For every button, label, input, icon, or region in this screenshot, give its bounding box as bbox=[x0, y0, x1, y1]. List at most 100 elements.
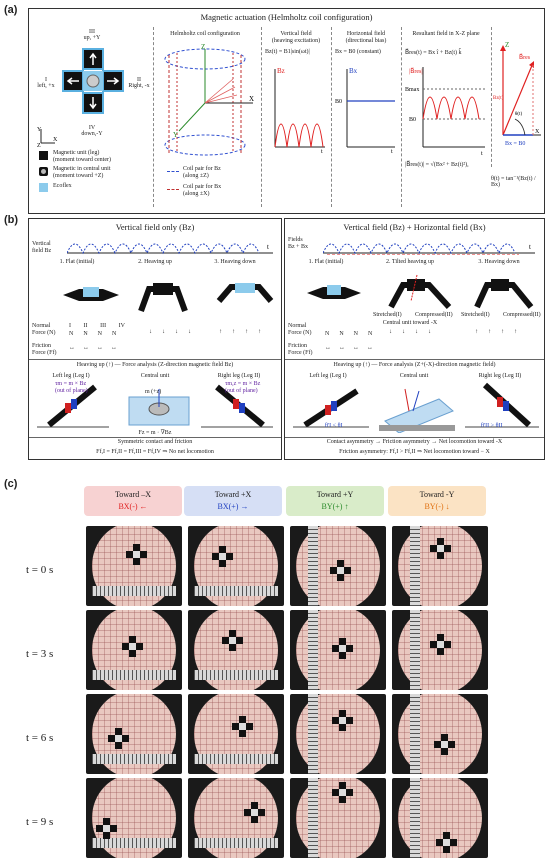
b-right-field-label: Fields Bz + Bx bbox=[288, 237, 309, 250]
legend-magnet-icon bbox=[39, 167, 48, 176]
b-left-footer-1: Symmetric contact and friction bbox=[117, 439, 193, 445]
header-sub: BX(+) → bbox=[217, 502, 249, 511]
b-right-state-1: 1. Flat (initial) bbox=[308, 259, 344, 265]
resultant-vector-diagram: Z X B⃗res Bz(t) θ(t) Bx = B0 bbox=[493, 41, 541, 147]
b-left-friction-label: Friction Force (Ff) bbox=[32, 343, 57, 356]
robot bbox=[212, 546, 233, 567]
cross-robot-icon bbox=[62, 48, 124, 114]
b-right-ineq-left: θ′I < θI bbox=[325, 423, 343, 429]
b-right-footer-2: Friction asymmetry: Ff,I > Ff,II ⇒ Net l… bbox=[339, 449, 490, 455]
experiment-photo bbox=[86, 778, 182, 858]
svg-text:Z: Z bbox=[37, 143, 41, 147]
resultant-bmax: Bmax bbox=[405, 87, 419, 93]
experiment-photo bbox=[290, 526, 386, 606]
legend-bx-line bbox=[167, 189, 179, 190]
row-label-t3: t = 3 s bbox=[26, 648, 54, 660]
b-right-force-diagram bbox=[293, 382, 539, 433]
b-left-up-arrows: ↑↑↑↑ bbox=[219, 329, 271, 335]
b-right-col-1: Left leg (Leg I) bbox=[309, 373, 347, 379]
experiment-photo bbox=[86, 610, 182, 690]
resultant-angle-eq: θ(t) = tan⁻¹(Bz(t) / Bx) bbox=[491, 176, 536, 188]
b-left-robot-states bbox=[63, 283, 274, 313]
header-sub: BY(-) ↓ bbox=[424, 502, 450, 511]
legend-ecoflex-icon bbox=[39, 183, 48, 192]
ruler bbox=[194, 754, 278, 764]
b-left-title: Vertical field only (Bz) bbox=[115, 222, 195, 232]
b-left-down-arrows: ↓↓↓↓ bbox=[149, 329, 201, 335]
b-left-col-1: Left leg (Leg I) bbox=[52, 373, 90, 379]
row-label-t9: t = 9 s bbox=[26, 816, 54, 828]
robot bbox=[436, 832, 457, 853]
vertical-x-label: t bbox=[321, 149, 323, 153]
ruler bbox=[308, 526, 318, 606]
b-right-col-3: Right leg (Leg II) bbox=[478, 373, 522, 379]
experiment-photo bbox=[86, 526, 182, 606]
header-title: Toward –X bbox=[114, 490, 152, 499]
header-toward-minus-y: Toward -Y BY(-) ↓ bbox=[388, 486, 486, 516]
row-label-t6: t = 6 s bbox=[26, 732, 54, 744]
experiment-photo bbox=[188, 610, 284, 690]
experiment-photo bbox=[188, 778, 284, 858]
panel-a: Magnetic actuation (Helmholtz coil confi… bbox=[28, 8, 545, 214]
b-right-t: t bbox=[529, 243, 531, 251]
horizontal-field-plot: Bx B0 t bbox=[335, 67, 395, 153]
b-right-robot-states bbox=[307, 274, 534, 310]
divider bbox=[491, 27, 492, 167]
horizontal-level: B0 bbox=[335, 99, 342, 105]
b-left-state-3: 3. Heaving down bbox=[214, 259, 256, 265]
resultant-b0: B0 bbox=[409, 117, 416, 123]
robot bbox=[430, 634, 451, 655]
legend-bz-line bbox=[167, 171, 179, 172]
helmholtz-coil-icon: Z X Y bbox=[164, 43, 254, 156]
experiment-photo bbox=[188, 526, 284, 606]
ruler bbox=[92, 586, 176, 596]
header-toward-plus-y: Toward +Y BY(+) ↑ bbox=[286, 486, 384, 516]
robot bbox=[96, 818, 117, 839]
b-right-state-3: 3. Heaving down bbox=[478, 259, 520, 265]
ruler bbox=[308, 694, 318, 774]
b-right-down-arrows: ↓↓↓↓ bbox=[389, 329, 441, 335]
leg-left-label: I left, +x bbox=[37, 77, 55, 89]
resultant-title: Resultant field in X-Z plane bbox=[412, 31, 480, 37]
experiment-photo bbox=[290, 610, 386, 690]
header-title: Toward +Y bbox=[316, 490, 354, 499]
ruler bbox=[410, 694, 420, 774]
ruler bbox=[92, 754, 176, 764]
b-right-friction-label: Friction Force (Ff) bbox=[288, 343, 313, 356]
experiment-photo bbox=[392, 610, 488, 690]
ruler bbox=[308, 778, 318, 858]
robot bbox=[244, 802, 265, 823]
ruler bbox=[194, 670, 278, 680]
vector-bz-label: Bz(t) bbox=[493, 96, 504, 101]
robot bbox=[332, 710, 353, 731]
b-right-normal-values: NNNN bbox=[325, 331, 383, 337]
header-toward-plus-x: Toward +X BX(+) → bbox=[184, 486, 282, 516]
vector-x-label: X bbox=[535, 129, 540, 135]
leg-label: II bbox=[83, 323, 88, 329]
b-left-col-3: Right leg (Leg II) bbox=[217, 373, 261, 379]
b-left-analysis-title: Heaving up (↑) — Force analysis (Z-direc… bbox=[76, 362, 234, 368]
b-right-up-arrows: ↑↑↑↑ bbox=[475, 329, 527, 335]
robot bbox=[222, 630, 243, 651]
robot bbox=[332, 782, 353, 803]
robot bbox=[232, 716, 253, 737]
b-left-fz: Fz = m · ∇Bz bbox=[138, 430, 172, 436]
divider bbox=[331, 27, 332, 207]
helmholtz-title: Helmholtz coil configuration bbox=[170, 31, 240, 37]
divider bbox=[153, 27, 154, 207]
b-left-col-2: Central unit bbox=[140, 373, 170, 379]
header-toward-minus-x: Toward –X BX(-) ← bbox=[84, 486, 182, 516]
robot bbox=[122, 636, 143, 657]
ruler bbox=[194, 586, 278, 596]
b-left-normal-label: Normal Force (N) bbox=[32, 323, 56, 336]
experiment-photo bbox=[392, 694, 488, 774]
b-right-state-2: 2. Tilted heaving up bbox=[385, 259, 434, 265]
ruler bbox=[410, 610, 420, 690]
b-right-title: Vertical field (Bz) + Horizontal field (… bbox=[343, 222, 486, 232]
experiment-photo bbox=[290, 778, 386, 858]
vertical-field-plot: Bz t bbox=[274, 67, 325, 153]
panel-b-left: Vertical field only (Bz) Vertical field … bbox=[28, 218, 282, 460]
ruler bbox=[308, 610, 318, 690]
panel-b-label: (b) bbox=[4, 214, 19, 226]
